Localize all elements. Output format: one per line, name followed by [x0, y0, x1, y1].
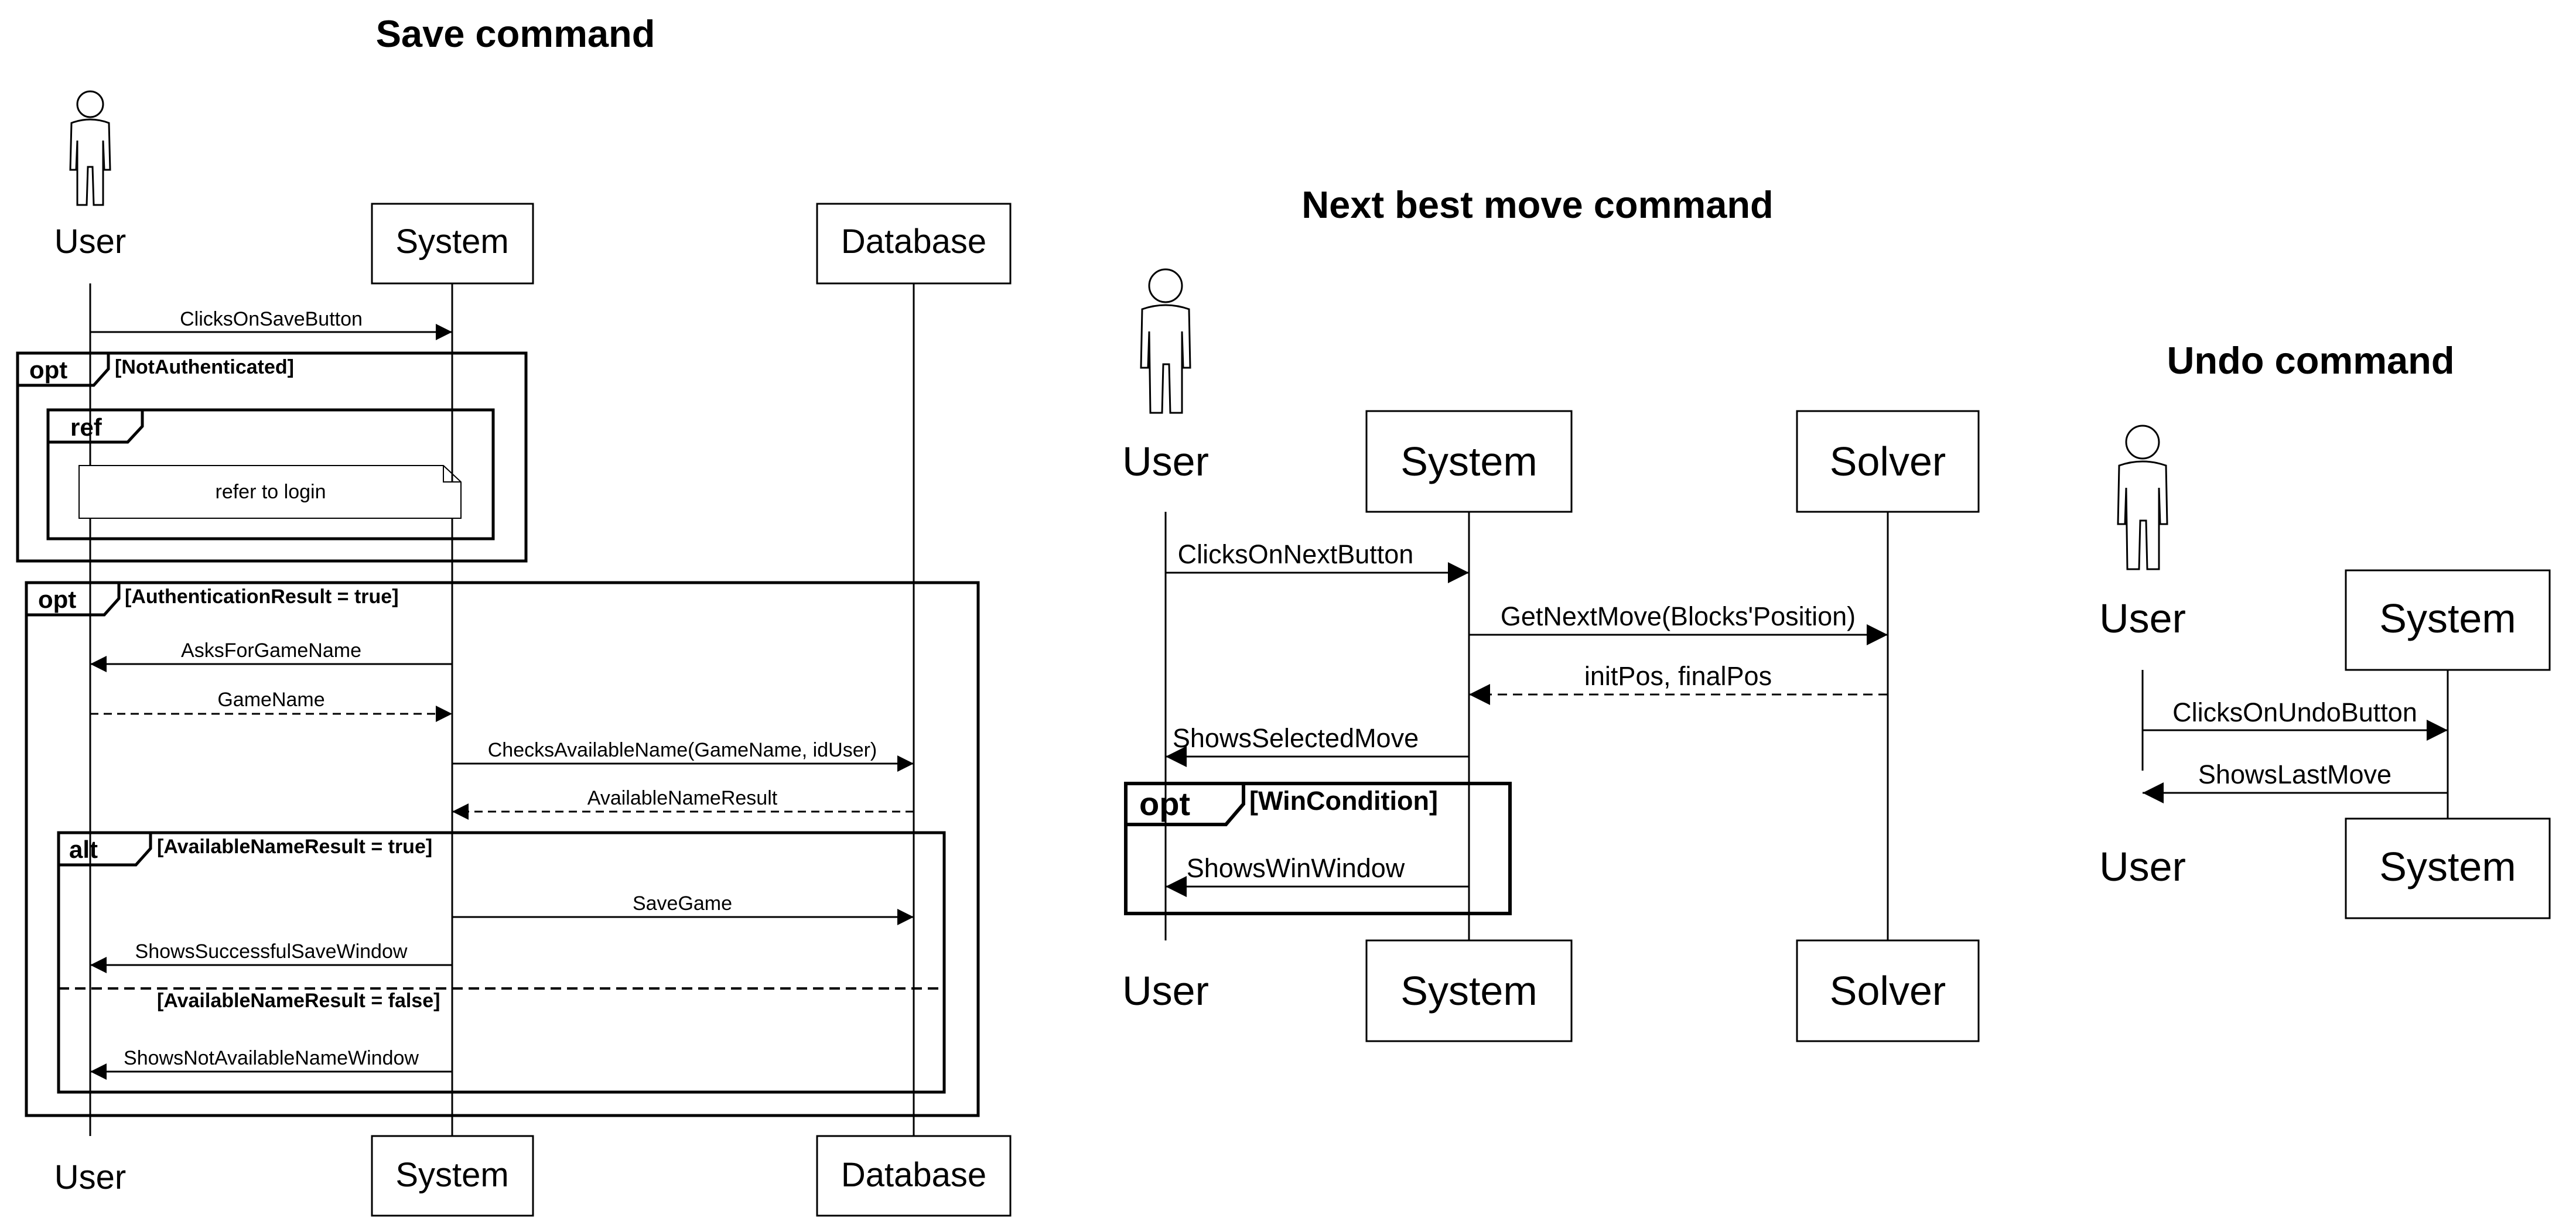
opt-authenticated-tag-shape	[25, 583, 121, 617]
msg-checks-name-label: ChecksAvailableName(GameName, idUser)	[488, 739, 877, 761]
opt-win-tag: opt	[1139, 785, 1190, 822]
save-command-diagram: Save command User System Database Clicks…	[16, 12, 1012, 1217]
opt-win-tag-shape	[1124, 784, 1245, 826]
undo-system-box-bottom	[2345, 817, 2551, 919]
save-user-top-label: User	[54, 223, 126, 261]
user-actor-icon	[69, 90, 111, 206]
next-solver-top-label: Solver	[1830, 439, 1946, 484]
ref-tag: ref	[70, 413, 103, 441]
opt-not-authenticated-guard: [NotAuthenticated]	[115, 356, 294, 378]
undo-user-bottom-label: User	[2099, 844, 2186, 889]
opt-authenticated-guard: [AuthenticationResult = true]	[125, 586, 399, 608]
opt-not-authenticated-tag: opt	[29, 356, 67, 384]
opt-win-frame	[1124, 782, 1512, 915]
alt-guard-true: [AvailableNameResult = true]	[157, 836, 432, 858]
save-system-box-bottom	[371, 1135, 534, 1217]
save-system-top-label: System	[395, 223, 508, 261]
ref-tag-shape	[46, 410, 144, 444]
msg-asks-name-label: AsksForGameName	[181, 639, 361, 662]
next-solver-bottom-label: Solver	[1830, 968, 1946, 1014]
msg-game-name-label: GameName	[217, 689, 324, 711]
msg-clicks-undo-label: ClicksOnUndoButton	[2172, 697, 2417, 727]
msg-clicks-save-label: ClicksOnSaveButton	[180, 308, 363, 330]
undo-system-bottom-label: System	[2379, 844, 2516, 889]
next-title: Next best move command	[1301, 183, 1774, 226]
next-user-actor-icon	[1140, 268, 1191, 414]
save-title: Save command	[376, 12, 655, 55]
msg-not-available-label: ShowsNotAvailableNameWindow	[124, 1047, 419, 1069]
next-user-bottom-label: User	[1122, 968, 1209, 1014]
undo-title: Undo command	[2167, 339, 2454, 382]
alt-tag-shape	[57, 833, 152, 867]
msg-shows-selected-label: ShowsSelectedMove	[1173, 723, 1419, 753]
next-solver-box-bottom	[1796, 939, 1980, 1042]
undo-diagram: Undo command User System ClicksOnUndoBut…	[2099, 339, 2551, 919]
msg-last-move-label: ShowsLastMove	[2198, 759, 2391, 789]
save-system-bottom-label: System	[395, 1156, 508, 1194]
ref-frame	[46, 408, 495, 540]
opt-not-authenticated-tag-shape	[16, 353, 110, 387]
msg-save-game-label: SaveGame	[633, 892, 732, 915]
alt-guard-false: [AvailableNameResult = false]	[157, 990, 440, 1012]
alt-frame	[57, 831, 946, 1094]
undo-system-top-label: System	[2379, 596, 2516, 641]
msg-success-label: ShowsSuccessfulSaveWindow	[135, 940, 408, 963]
undo-system-box-top	[2345, 569, 2551, 671]
next-user-top-label: User	[1122, 439, 1209, 484]
next-system-box-top	[1365, 410, 1573, 513]
save-database-box-top	[816, 203, 1012, 285]
opt-win-guard: [WinCondition]	[1249, 786, 1438, 816]
msg-clicks-next-label: ClicksOnNextButton	[1178, 539, 1414, 569]
undo-user-top-label: User	[2099, 596, 2186, 641]
save-database-top-label: Database	[841, 223, 986, 261]
ref-note-text: refer to login	[216, 481, 326, 503]
opt-not-authenticated-frame	[16, 351, 528, 563]
save-database-bottom-label: Database	[841, 1156, 986, 1194]
opt-authenticated-tag: opt	[38, 586, 76, 613]
opt-authenticated-frame	[25, 581, 980, 1117]
msg-name-result-label: AvailableNameResult	[587, 787, 778, 809]
next-system-box-bottom	[1365, 939, 1573, 1042]
save-database-box-bottom	[816, 1135, 1012, 1217]
save-system-box-top	[371, 203, 534, 285]
msg-get-next-label: GetNextMove(Blocks'Position)	[1501, 601, 1856, 631]
msg-init-final-label: initPos, finalPos	[1584, 661, 1772, 691]
next-system-bottom-label: System	[1400, 968, 1537, 1014]
ref-note	[78, 465, 462, 519]
next-system-top-label: System	[1400, 439, 1537, 484]
alt-tag: alt	[69, 836, 98, 863]
next-move-diagram: Next best move command User System Solve…	[1122, 183, 1980, 1042]
save-user-bottom-label: User	[54, 1158, 126, 1196]
undo-user-actor-icon	[2117, 425, 2168, 570]
msg-win-window-label: ShowsWinWindow	[1187, 853, 1405, 883]
